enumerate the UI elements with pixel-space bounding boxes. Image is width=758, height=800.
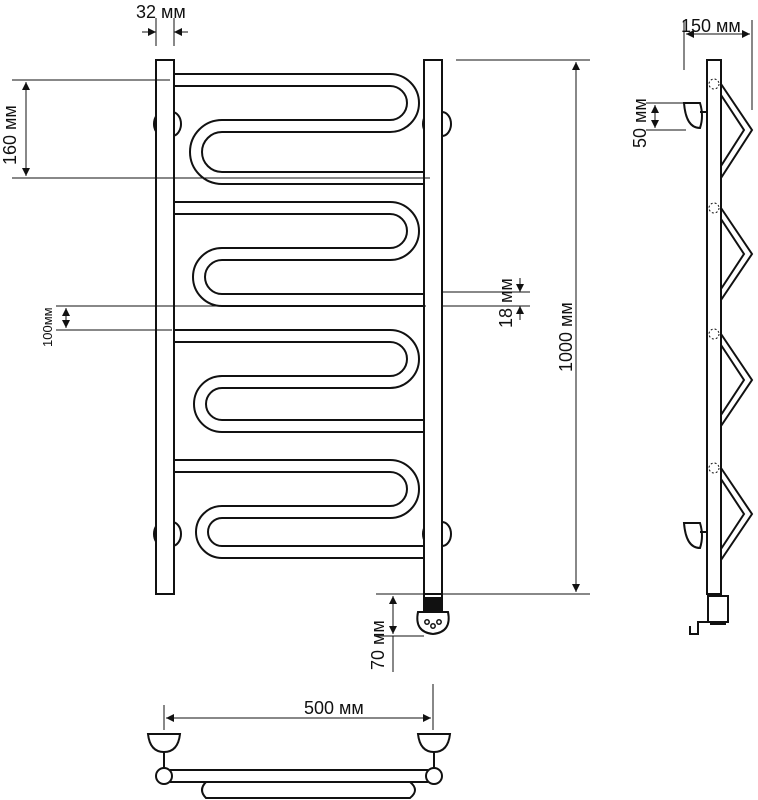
- label-tube-diameter: 18 мм: [496, 278, 516, 328]
- label-loop-spacing: 100мм: [40, 307, 55, 347]
- top-view: [146, 733, 452, 799]
- right-vertical-bar: [423, 59, 443, 595]
- label-bar-diameter: 32 мм: [136, 2, 186, 22]
- serpentine-tubes: [163, 73, 437, 559]
- label-side-depth: 150 мм: [681, 16, 741, 36]
- label-rung-spacing: 160 мм: [0, 105, 20, 165]
- front-view: [153, 59, 452, 636]
- label-heater-length: 70 мм: [368, 620, 388, 670]
- label-bracket-offset: 50 мм: [630, 98, 650, 148]
- dimension-lines: [12, 18, 590, 730]
- label-total-height: 1000 мм: [556, 302, 576, 372]
- left-vertical-bar: [155, 59, 175, 595]
- side-view: [646, 20, 754, 635]
- heating-element: [416, 593, 450, 636]
- label-total-width: 500 мм: [304, 698, 364, 718]
